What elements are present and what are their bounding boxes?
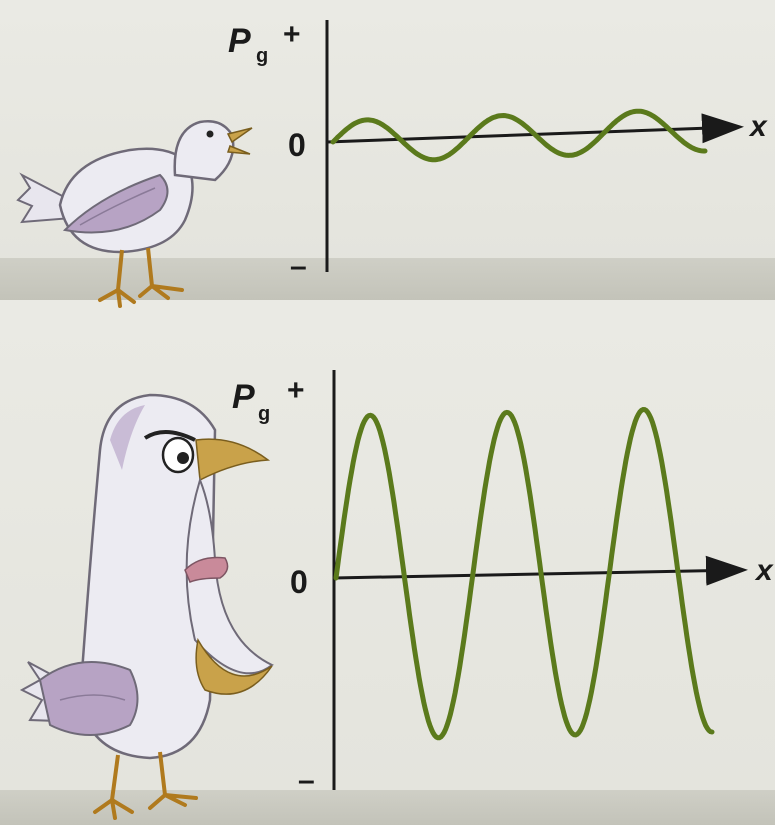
top-y-zero: 0 — [288, 127, 306, 163]
bottom-x-label: x — [754, 554, 774, 587]
top-y-minus: – — [290, 250, 307, 283]
top-y-label-main: P — [228, 22, 251, 60]
top-y-plus: + — [283, 18, 301, 51]
bottom-ledge — [0, 790, 775, 825]
bird-shouting-loudly-icon — [19, 393, 274, 820]
bottom-y-plus: + — [287, 374, 305, 407]
top-wave-curve — [330, 108, 708, 163]
bottom-y-minus: – — [298, 764, 315, 797]
top-graph: P g + 0 – x — [228, 18, 768, 283]
top-y-label-sub: g — [256, 45, 268, 67]
top-x-label: x — [748, 110, 768, 143]
small-bird-chirping-icon — [16, 120, 253, 308]
top-ledge — [0, 258, 775, 300]
bottom-wave-curve — [333, 406, 715, 741]
bottom-y-zero: 0 — [290, 564, 308, 600]
bottom-graph: P g + 0 – x — [232, 370, 774, 797]
bottom-y-label-sub: g — [258, 403, 270, 425]
bottom-y-label-main: P — [232, 378, 255, 416]
